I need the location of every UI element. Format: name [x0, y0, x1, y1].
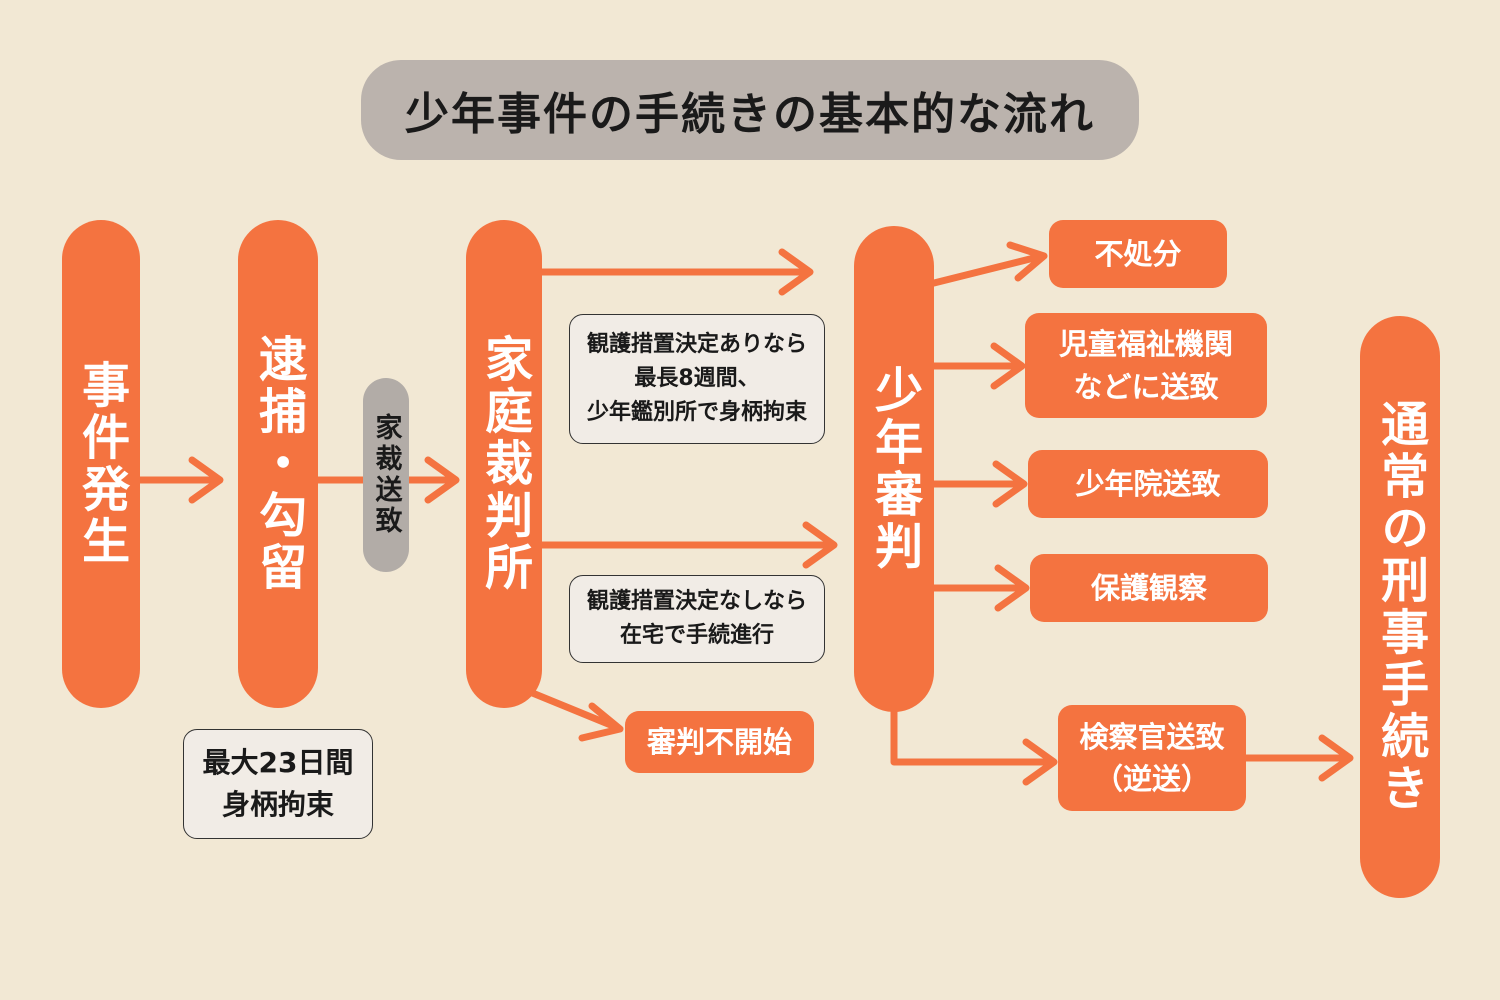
node-juvenile-hearing-label: 少年審判 [866, 365, 923, 573]
outcome-probation: 保護観察 [1030, 554, 1268, 622]
arrow-prosecutor-criminal [1242, 734, 1354, 782]
transfer-label: 家裁送致 [363, 378, 409, 572]
note-protective-with: 観護措置決定ありなら 最長8週間、 少年鑑別所で身柄拘束 [569, 314, 825, 444]
node-criminal-procedure-label: 通常の刑事手続き [1372, 399, 1429, 815]
arrow-court-nohearing [526, 688, 624, 742]
arrow-hearing-nodisp [930, 241, 1048, 287]
arrow-hearing-reformatory [930, 460, 1028, 508]
note-detention: 最大23日間 身柄拘束 [183, 729, 373, 839]
outcome-welfare: 児童福祉機関 などに送致 [1025, 313, 1267, 418]
arrow-hearing-welfare [930, 342, 1026, 390]
arrow-court-hearing [538, 521, 838, 569]
outcome-no-hearing: 審判不開始 [625, 711, 814, 773]
arrow-court-upper [538, 248, 814, 296]
note-protective-without: 観護措置決定なしなら 在宅で手続進行 [569, 575, 825, 663]
node-juvenile-hearing: 少年審判 [854, 226, 934, 712]
page-title: 少年事件の手続きの基本的な流れ [361, 60, 1139, 160]
arrow-hearing-probation [930, 564, 1030, 612]
outcome-no-disposition: 不処分 [1049, 220, 1227, 288]
node-family-court: 家庭裁判所 [466, 220, 542, 708]
node-incident: 事件発生 [62, 220, 140, 708]
node-arrest: 逮捕・勾留 [238, 220, 318, 708]
node-incident-label: 事件発生 [73, 360, 130, 568]
arrow-hearing-prosecutor [890, 708, 1058, 786]
outcome-prosecutor: 検察官送致 （逆送） [1058, 705, 1246, 811]
transfer-label-text: 家裁送致 [370, 413, 402, 537]
arrow-incident-arrest [136, 456, 224, 504]
node-family-court-label: 家庭裁判所 [476, 334, 533, 594]
node-arrest-label: 逮捕・勾留 [250, 334, 307, 594]
node-criminal-procedure: 通常の刑事手続き [1360, 316, 1440, 898]
outcome-reformatory: 少年院送致 [1028, 450, 1268, 518]
